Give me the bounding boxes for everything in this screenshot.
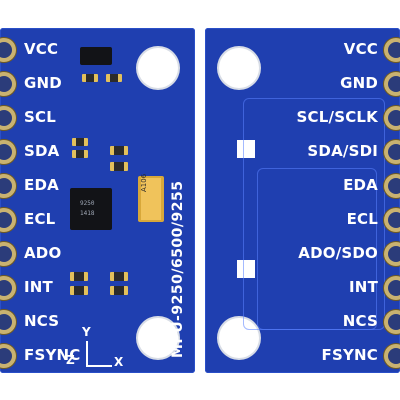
chip-marking-2: 1418 [80,210,95,217]
smd-capacitor [110,272,128,281]
pin-label: SDA [24,142,60,160]
smd-resistor [106,74,122,82]
pin-fsync-front [0,348,12,364]
back-board: VCC GND SCL/SCLK SDA/SDI EDA ECL ADO/SDO… [205,28,400,373]
pin-label: GND [340,74,378,92]
regulator-chip [80,47,112,65]
mounting-hole-bottom-left [219,318,259,358]
chip-marking-1: 9250 [80,200,95,207]
pin-gnd-back [388,76,400,92]
smd-resistor [72,138,88,146]
pin-eda-front [0,178,12,194]
smd-capacitor [110,146,128,155]
pin-label: ECL [346,210,378,228]
axis-y-line [86,341,88,367]
pin-ecl-back [388,212,400,228]
axis-x-label: X [114,355,124,369]
smd-resistor [72,150,88,158]
mounting-hole-bottom-right [138,318,178,358]
pin-ncs-front [0,314,12,330]
capacitor-body [141,178,161,220]
smd-capacitor [110,286,128,295]
pin-label: ADO/SDO [298,244,378,262]
pin-eda-back [388,178,400,194]
axis-y-label: Y [82,325,91,339]
smd-capacitor [70,286,88,295]
pin-label: VCC [24,40,59,58]
pin-label: ADO [24,244,62,262]
pin-label: INT [349,278,378,296]
smd-capacitor [110,162,128,171]
pin-vcc-back [388,42,400,58]
pin-label: SDA/SDI [307,142,378,160]
pin-ado-front [0,246,12,262]
pin-label: SCL/SCLK [296,108,378,126]
pad-square-top [237,140,255,158]
pin-label: FSYNC [321,346,378,364]
imu-chip: 9250 1418 [70,188,112,230]
pin-ecl-front [0,212,12,228]
pin-label: SCL [24,108,56,126]
mounting-hole-top-right [138,48,178,88]
pin-sda-sdi-back [388,144,400,160]
pad-square-bottom [237,260,255,278]
pin-label: INT [24,278,53,296]
pin-label: NCS [24,312,60,330]
pin-label: ECL [24,210,56,228]
pin-scl-front [0,110,12,126]
pin-ncs-back [388,314,400,330]
pin-label: GND [24,74,62,92]
pin-label: EDA [343,176,378,194]
capacitor-marking: A106 [140,173,148,192]
pin-gnd-front [0,76,12,92]
mounting-hole-top-left [219,48,259,88]
pin-fsync-back [388,348,400,364]
pin-label: NCS [342,312,378,330]
model-text: MPU-9250/6500/9255 [170,180,186,359]
front-board: VCC GND SCL SDA EDA ECL ADO INT NCS FSYN… [0,28,195,373]
pin-scl-sclk-back [388,110,400,126]
pin-label: EDA [24,176,59,194]
pin-label: FSYNC [24,346,81,364]
pin-int-back [388,280,400,296]
axis-diagram: Y X Z [66,325,136,373]
smd-resistor [82,74,98,82]
smd-capacitor [70,272,88,281]
pin-sda-front [0,144,12,160]
axis-x-line [86,365,112,367]
pin-int-front [0,280,12,296]
pin-label: VCC [343,40,378,58]
trace-outline [257,168,377,330]
pin-vcc-front [0,42,12,58]
pin-ado-sdo-back [388,246,400,262]
tantalum-capacitor [138,176,164,222]
axis-z-label: Z [66,353,75,367]
